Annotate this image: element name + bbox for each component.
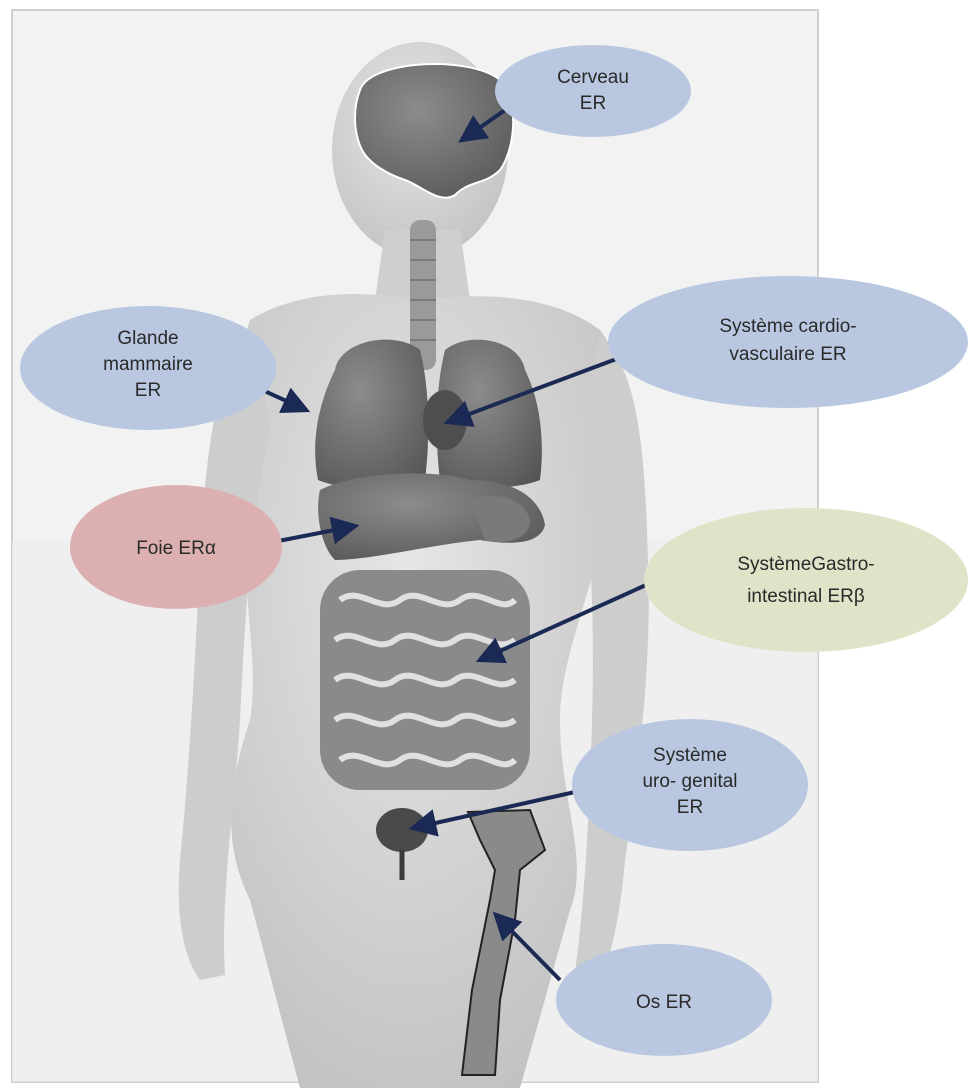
label-glande-line-1: Glande xyxy=(117,328,178,349)
bladder xyxy=(376,808,428,852)
label-cardio-line-1: Système cardio- xyxy=(719,316,856,337)
label-uro-line-3: ER xyxy=(677,797,703,818)
label-gastro-line-2: intestinal ERβ xyxy=(747,586,865,607)
label-uro: Système uro- genital ER xyxy=(572,719,808,851)
label-cerveau-line-1: Cerveau xyxy=(557,67,629,88)
label-foie-line-1: Foie ERα xyxy=(136,538,216,559)
label-uro-line-2: uro- genital xyxy=(642,771,737,792)
label-cardio-line-2: vasculaire ER xyxy=(729,344,846,365)
intestines xyxy=(320,570,530,790)
label-cerveau-line-2: ER xyxy=(580,93,606,114)
label-foie: Foie ERα xyxy=(70,485,282,609)
label-glande-line-3: ER xyxy=(135,380,161,401)
label-cerveau: Cerveau ER xyxy=(495,45,691,137)
label-gastro-bubble xyxy=(644,508,968,652)
heart xyxy=(423,390,467,450)
label-os: Os ER xyxy=(556,944,772,1056)
label-cerveau-bubble xyxy=(495,45,691,137)
label-gastro: SystèmeGastro- intestinal ERβ xyxy=(644,508,968,652)
label-glande-line-2: mammaire xyxy=(103,354,193,375)
label-glande: Glande mammaire ER xyxy=(20,306,276,430)
label-cardio-bubble xyxy=(608,276,968,408)
label-gastro-line-1: SystèmeGastro- xyxy=(737,554,874,575)
label-cardio: Système cardio- vasculaire ER xyxy=(608,276,968,408)
label-uro-line-1: Système xyxy=(653,745,727,766)
label-os-line-1: Os ER xyxy=(636,992,692,1013)
